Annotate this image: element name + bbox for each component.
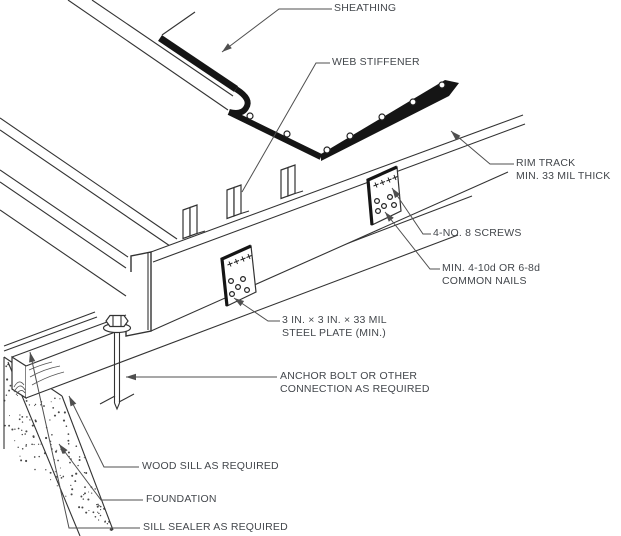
sill-sealer-layer [3, 311, 98, 352]
leader-foundation [58, 443, 143, 501]
web-stiffener [226, 184, 250, 220]
steel-plate-left [220, 244, 257, 307]
label-sill-sealer: SILL SEALER AS REQUIRED [143, 521, 288, 533]
leader-steel-plate [233, 297, 280, 322]
web-stiffener-clips [182, 164, 304, 240]
leader-lines [29, 8, 514, 529]
anchor-bolt [99, 314, 135, 411]
rim-track-c-profile [125, 251, 152, 337]
sheathing-cut-edge [158, 35, 459, 161]
leader-sheathing [221, 8, 332, 53]
leader-common-nails [384, 211, 440, 270]
leader-rim-track [450, 130, 514, 165]
leader-sill-sealer [29, 351, 140, 529]
leader-web-stiffener [241, 62, 330, 193]
label-screws: 4-NO. 8 SCREWS [433, 227, 522, 239]
label-sheathing: SHEATHING [334, 2, 397, 14]
bolt-break-symbol [99, 393, 135, 405]
web-stiffener [280, 164, 304, 200]
label-foundation: FOUNDATION [146, 493, 217, 505]
label-web-stiffener: WEB STIFFENER [332, 56, 420, 68]
leader-wood-sill [68, 395, 139, 468]
steel-plate-right [366, 165, 402, 226]
sheathing-screw-holes [246, 81, 446, 154]
web-stiffener [182, 204, 206, 240]
label-wood-sill: WOOD SILL AS REQUIRED [142, 460, 279, 472]
leader-screws [391, 187, 431, 235]
floor-joist-lines [0, 0, 234, 297]
